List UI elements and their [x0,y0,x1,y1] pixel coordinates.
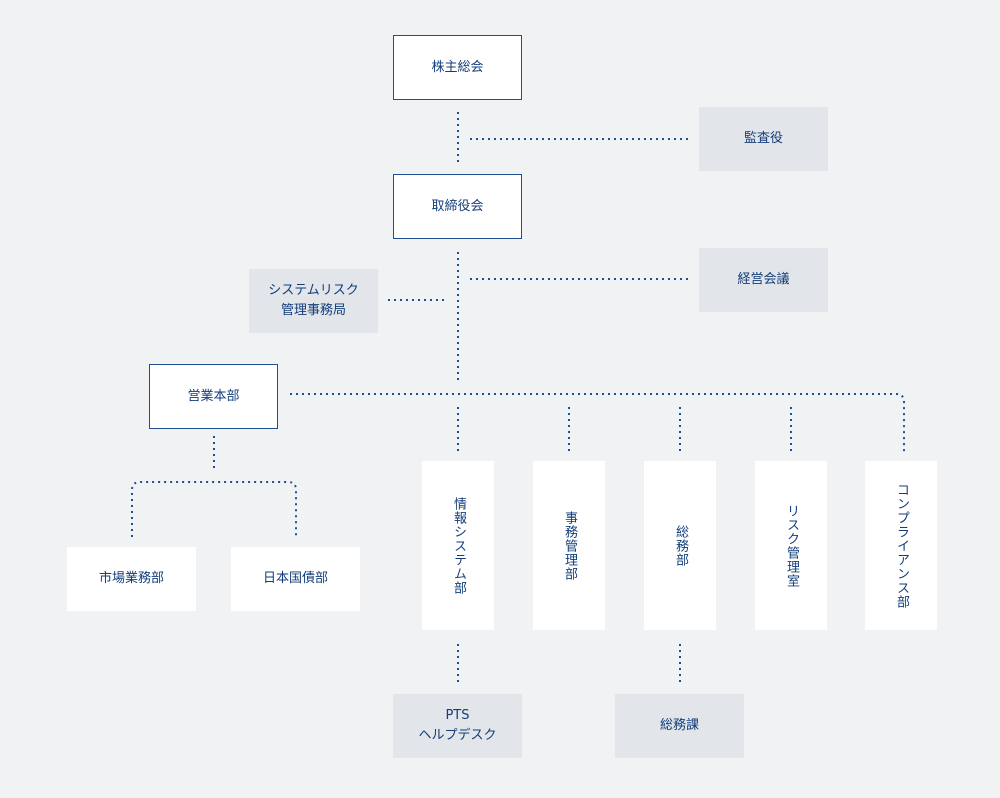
management-meeting-node: 経営会議 [699,248,828,312]
sales-hq-node: 営業本部 [149,364,278,429]
compliance-dept-label: コンプライアンス部 [894,482,909,609]
shareholders-label: 株主総会 [431,59,484,75]
market-dept-label: 市場業務部 [98,571,164,586]
info-systems-dept-label: 情報システム部 [451,496,466,595]
jgb-dept-node: 日本国債部 [231,547,360,611]
connector-sales-branch [131,481,297,537]
pts-helpdesk-label-line2: ヘルプデスク [418,728,497,743]
system-risk-office-label-line2: 管理事務局 [280,303,346,318]
board-label: 取締役会 [431,198,484,214]
connector-main-horizontal [290,393,905,452]
admin-mgmt-dept-node: 事務管理部 [533,461,605,630]
admin-mgmt-dept-label: 事務管理部 [562,510,577,581]
risk-mgmt-office-node: リスク管理室 [755,461,827,630]
compliance-dept-node: コンプライアンス部 [865,461,937,630]
auditor-label: 監査役 [743,131,783,146]
pts-helpdesk-label-line1: PTS [445,708,470,723]
risk-mgmt-office-label: リスク管理室 [784,503,799,588]
jgb-dept-label: 日本国債部 [262,571,328,586]
shareholders-node: 株主総会 [393,35,522,100]
general-affairs-section-node: 総務課 [615,694,744,758]
auditor-node: 監査役 [699,107,828,171]
system-risk-office-node: システムリスク 管理事務局 [249,269,378,333]
general-affairs-section-label: 総務課 [659,718,699,733]
general-affairs-dept-label: 総務部 [673,524,688,567]
system-risk-office-label-line1: システムリスク [268,283,359,298]
market-dept-node: 市場業務部 [67,547,196,611]
management-meeting-label: 経営会議 [737,272,790,287]
general-affairs-dept-node: 総務部 [644,461,716,630]
sales-hq-label: 営業本部 [187,388,240,404]
pts-helpdesk-node: PTS ヘルプデスク [393,694,522,758]
info-systems-dept-node: 情報システム部 [422,461,494,630]
board-node: 取締役会 [393,174,522,239]
